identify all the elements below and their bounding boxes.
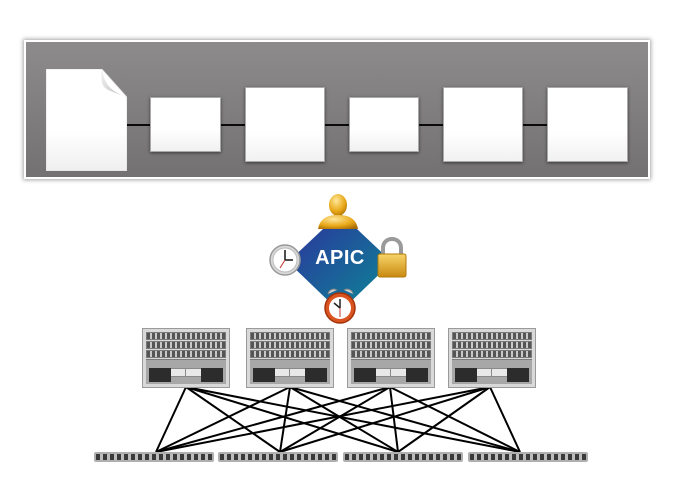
line-card: [452, 332, 532, 340]
clock-icon: [269, 244, 301, 276]
pipeline-stage-5: [547, 87, 628, 162]
fabric-link: [155, 386, 491, 453]
fabric-link: [155, 386, 391, 453]
fan-tray: [507, 368, 529, 382]
leaf-switch[interactable]: [94, 452, 214, 462]
fan-tray: [305, 368, 327, 382]
fabric-link: [289, 386, 521, 453]
line-card: [250, 341, 330, 349]
fabric-link: [185, 386, 521, 453]
pipeline-stage-1: [150, 97, 221, 152]
fabric-link: [279, 386, 391, 453]
fabric-link: [185, 386, 399, 453]
fan-tray: [406, 368, 428, 382]
alarm-clock-icon: [324, 288, 356, 324]
spine-switch[interactable]: [347, 328, 435, 388]
fabric-link: [155, 386, 291, 453]
line-card: [146, 332, 226, 340]
fabric-link: [155, 386, 187, 453]
fan-tray: [455, 368, 477, 382]
fabric-link: [279, 386, 491, 453]
pipeline-stage-2: [245, 87, 325, 162]
line-card: [452, 341, 532, 349]
line-card: [146, 341, 226, 349]
fabric-link: [489, 386, 521, 453]
fabric-link: [389, 386, 521, 453]
line-card: [351, 341, 431, 349]
fabric-link: [279, 386, 291, 453]
fan-tray: [253, 368, 275, 382]
line-card: [351, 332, 431, 340]
leaf-switch[interactable]: [343, 452, 463, 462]
spine-switch[interactable]: [246, 328, 334, 388]
fabric-link: [289, 386, 399, 453]
spine-switch[interactable]: [448, 328, 536, 388]
leaf-switch[interactable]: [468, 452, 588, 462]
line-card: [452, 350, 532, 358]
apic-label: APIC: [315, 247, 365, 269]
fabric-link: [389, 386, 399, 453]
fabric-link: [397, 386, 491, 453]
fan-tray: [201, 368, 223, 382]
lock-icon: [377, 237, 407, 278]
fabric-link: [185, 386, 281, 453]
person-icon: [318, 194, 358, 229]
leaf-switch[interactable]: [218, 452, 338, 462]
apic-diamond[interactable]: [288, 213, 392, 312]
line-card: [250, 332, 330, 340]
fabric-links: [155, 386, 521, 453]
line-card: [351, 350, 431, 358]
line-card: [146, 350, 226, 358]
fan-tray: [149, 368, 171, 382]
pipeline-stage-3: [349, 97, 419, 152]
fan-tray: [354, 368, 376, 382]
pipeline-panel: [26, 42, 648, 177]
pipeline-stage-4: [443, 87, 523, 162]
document-icon: [46, 69, 127, 171]
spine-switch[interactable]: [142, 328, 230, 388]
line-card: [250, 350, 330, 358]
